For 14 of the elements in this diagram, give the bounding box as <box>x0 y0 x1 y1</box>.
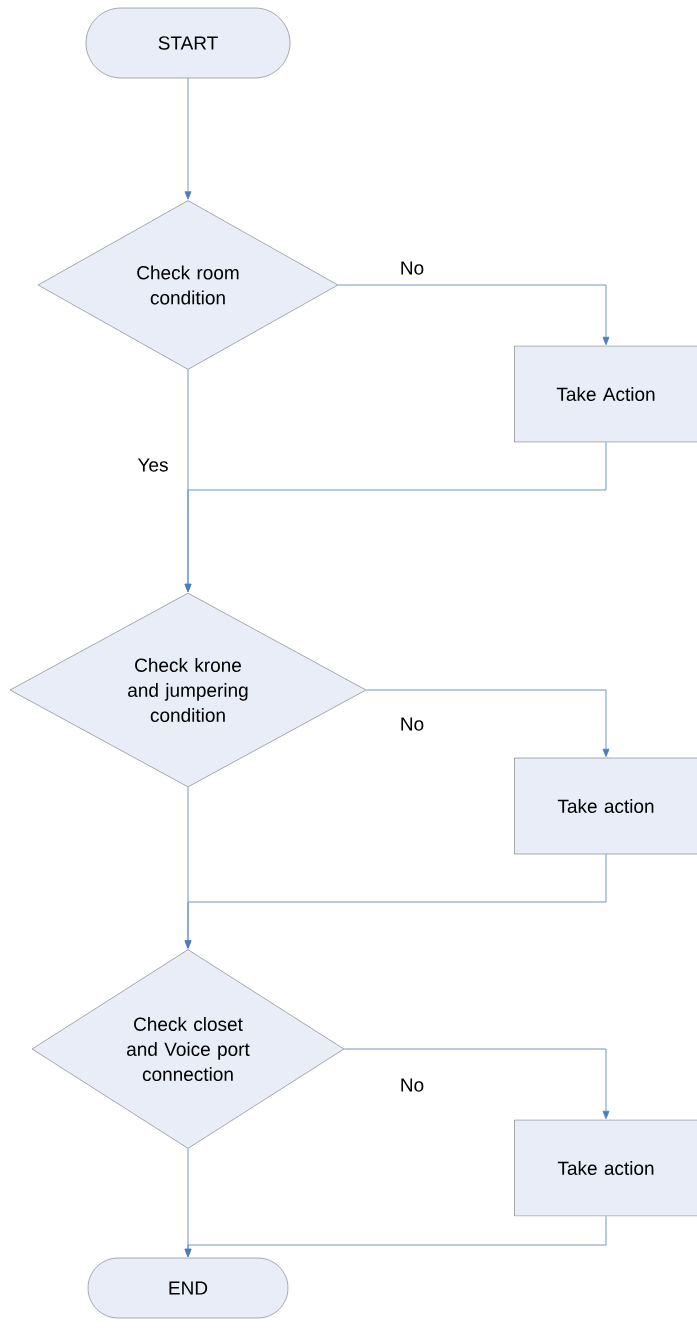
edge-label: Yes <box>136 457 170 473</box>
process-box: Take action <box>514 1119 697 1217</box>
process-box: Take Action <box>514 345 697 443</box>
process-box: Take action <box>514 757 697 855</box>
edge-label: No <box>398 716 426 732</box>
arrow <box>184 1215 607 1258</box>
arrow <box>184 441 607 593</box>
edge-label: No <box>398 260 426 276</box>
arrow <box>343 1048 610 1120</box>
arrow <box>365 689 610 758</box>
edge-label: No <box>398 1077 426 1093</box>
arrow <box>184 853 607 949</box>
arrow <box>337 284 610 346</box>
arrow <box>184 77 192 200</box>
